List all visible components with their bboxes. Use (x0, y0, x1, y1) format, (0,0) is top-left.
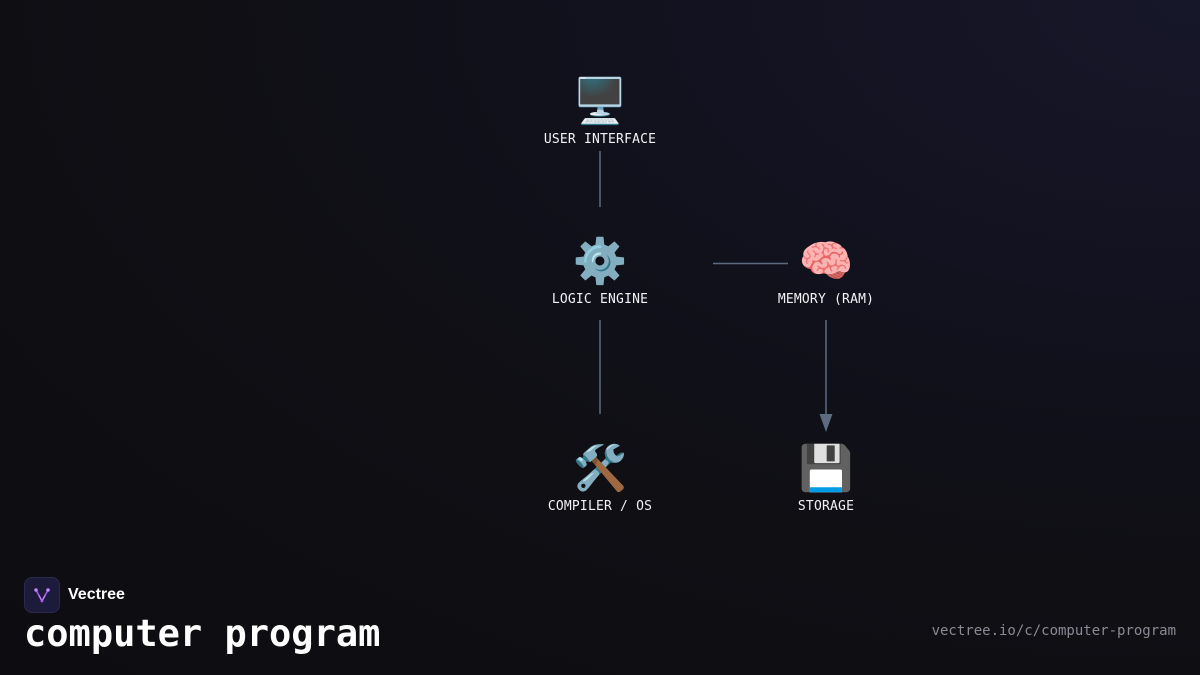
brand-name: Vectree (68, 586, 125, 603)
page-title: computer program (24, 612, 381, 655)
desktop-computer-icon: 🖥️ (572, 76, 628, 127)
arrowhead-storage (819, 414, 833, 432)
brain-icon: 🧠 (798, 236, 854, 287)
node-memory: 🧠 MEMORY (RAM) (726, 236, 926, 307)
floppy-disk-icon: 💾 (798, 443, 854, 494)
node-label-logic-engine: LOGIC ENGINE (551, 292, 649, 307)
node-logic-engine: ⚙️ LOGIC ENGINE (500, 236, 700, 307)
hammer-and-wrench-icon: 🛠️ (572, 443, 628, 494)
node-compiler-os: 🛠️ COMPILER / OS (500, 443, 700, 514)
node-user-interface: 🖥️ USER INTERFACE (500, 76, 700, 147)
brand: Vectree (24, 577, 125, 613)
node-label-storage: STORAGE (797, 499, 855, 514)
node-storage: 💾 STORAGE (726, 443, 926, 514)
gear-icon: ⚙️ (572, 236, 628, 287)
page-url: vectree.io/c/computer-program (931, 623, 1176, 639)
vectree-logo-icon (24, 577, 60, 613)
node-label-compiler-os: COMPILER / OS (547, 499, 653, 514)
node-label-memory: MEMORY (RAM) (777, 292, 875, 307)
node-label-user-interface: USER INTERFACE (543, 132, 657, 147)
